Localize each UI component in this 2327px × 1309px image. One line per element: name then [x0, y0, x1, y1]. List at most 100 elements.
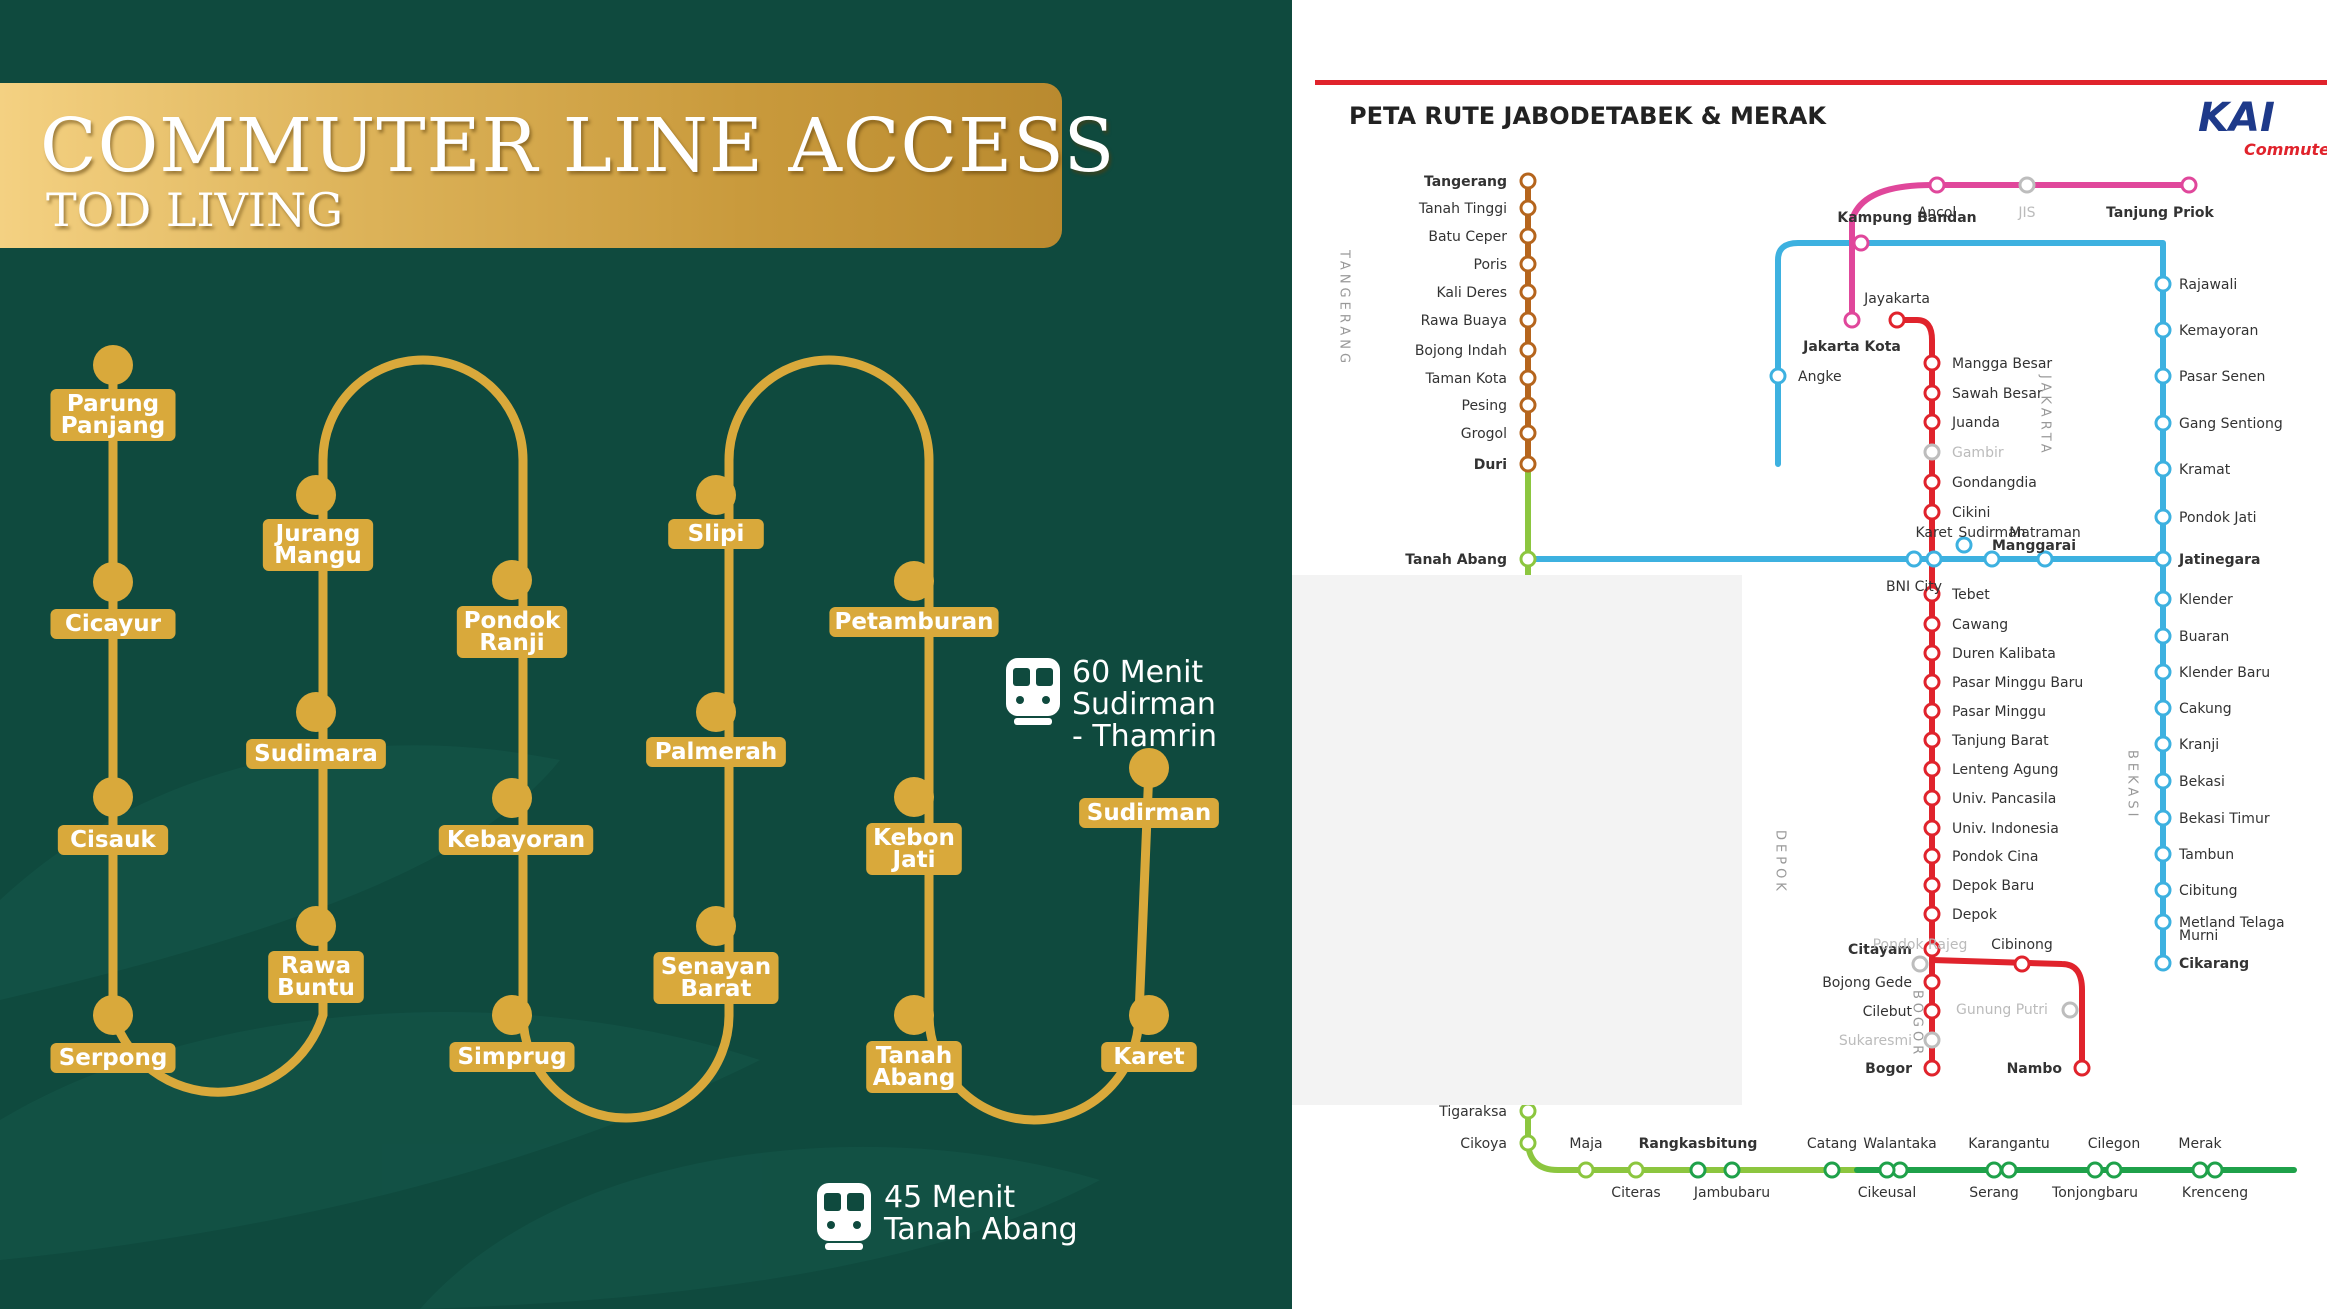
station-dot-pondok: [492, 560, 532, 600]
station-marker-green-18: [1519, 1134, 1537, 1152]
station-marker-blue-right-5: [2154, 508, 2172, 526]
station-label-petamburan: Petamburan: [834, 609, 993, 635]
station-label-serpong: Serpong: [59, 1045, 168, 1071]
station-name: Catang: [1807, 1136, 1857, 1152]
station-marker-blue-right-10: [2154, 699, 2172, 717]
station-marker-blue-right-16: [2154, 913, 2172, 931]
station-name: Sukaresmi: [1839, 1033, 1912, 1049]
station-marker-branch-0: [1911, 955, 1929, 973]
station-name: Lenteng Agung: [1952, 762, 2058, 778]
red-line-branch: [1929, 957, 2085, 1071]
station-dots: [93, 345, 1169, 1035]
station-marker-pink-1: [1928, 176, 1946, 194]
station-name: Cilegon: [2088, 1136, 2141, 1152]
station-name: Kampung Bandan: [1837, 210, 1976, 226]
station-name: Citayam: [1848, 942, 1912, 958]
station-name: Gang Sentiong: [2179, 416, 2283, 432]
header-rule: [1315, 80, 2327, 85]
station-label-box-jurang: [262, 519, 374, 571]
station-marker-green-17: [1519, 1102, 1537, 1120]
station-marker-branch-3: [2073, 1059, 2091, 1077]
background-leaf-decor: [0, 745, 1100, 1309]
station-label-box-palmerah: [646, 737, 786, 767]
station-marker-red-19: [1923, 940, 1941, 958]
station-marker-brown-8: [1519, 396, 1537, 414]
station-marker-red-7: [1923, 585, 1941, 603]
station-name: BNI City: [1886, 579, 1942, 595]
station-name: Kemayoran: [2179, 323, 2258, 339]
station-marker-green-0: [1519, 550, 1537, 568]
station-marker-blue-right-7: [2154, 590, 2172, 608]
station-name: Cibinong: [1991, 937, 2053, 953]
station-dot-cicayur: [93, 562, 133, 602]
station-label-tanah: Abang: [873, 1065, 956, 1091]
station-name: Juanda: [1951, 415, 2000, 431]
station-name: Tebet: [1951, 587, 1990, 603]
station-marker-blue-right-9: [2154, 663, 2172, 681]
station-name: Jayakarta: [1863, 291, 1930, 307]
station-name: Rawa Buaya: [1421, 313, 1507, 329]
station-name: Cibitung: [2179, 883, 2238, 899]
station-name: JIS: [2017, 205, 2035, 221]
station-label-box-rawa: [268, 951, 364, 1003]
station-name: Grogol: [1461, 426, 1507, 442]
station-label-cicayur: Cicayur: [65, 611, 162, 637]
station-label-tanah: Tanah: [876, 1043, 953, 1069]
station-dot-palmerah: [696, 692, 736, 732]
station-marker-blue-right-0: [2154, 275, 2172, 293]
region-label: DEPOK: [1773, 830, 1788, 895]
station-dot-sudimara: [296, 692, 336, 732]
station-label-simprug: Simprug: [457, 1044, 566, 1070]
station-label-senayan: Senayan: [661, 954, 771, 980]
station-marker-red-2: [1923, 384, 1941, 402]
station-name: Pondok Rajeg: [1873, 937, 1968, 953]
station-marker-pink-0: [1852, 234, 1870, 252]
region-label: BOGOR: [1910, 990, 1925, 1058]
station-marker-red-13: [1923, 760, 1941, 778]
station-labels: ParungPanjangCicayurCisaukSerpongJurangM…: [50, 389, 1219, 1093]
station-marker-red-12: [1923, 731, 1941, 749]
station-label-box-simprug: [449, 1042, 575, 1072]
station-name: Depok Baru: [1952, 878, 2034, 894]
station-label-box-pondok: [456, 606, 568, 658]
station-marker-brown-9: [1519, 424, 1537, 442]
station-marker-merak-bottom-2: [1878, 1161, 1896, 1179]
station-name: Rangkasbitung: [1639, 1136, 1758, 1152]
station-dot-rawa: [296, 906, 336, 946]
station-name: Batu Ceper: [1428, 229, 1507, 245]
station-name: Kranji: [2179, 737, 2219, 753]
station-label-rawa: Rawa: [281, 953, 351, 979]
station-dot-senayan: [696, 906, 736, 946]
station-marker-merak-top-4: [2000, 1161, 2018, 1179]
station-label-box-petamburan: [829, 607, 999, 637]
station-name: Merak: [2178, 1136, 2222, 1152]
station-marker-blue-right-15: [2154, 881, 2172, 899]
station-dot-slipi: [696, 475, 736, 515]
station-marker-blue-right-1: [2154, 321, 2172, 339]
station-label-box-kebayoran: [438, 825, 594, 855]
station-marker-red-15: [1923, 819, 1941, 837]
station-label-box-sudirman: [1079, 798, 1219, 828]
station-name: Pondok Jati: [2179, 510, 2256, 526]
station-label-kebayoran: Kebayoran: [447, 827, 585, 853]
station-name: Tanah Tinggi: [1418, 201, 1507, 217]
info-45-text: 45 Menit: [884, 1180, 1015, 1215]
station-name: Krenceng: [2182, 1185, 2248, 1201]
station-marker-blue-right-3: [2154, 414, 2172, 432]
station-marker-blue-right-4: [2154, 460, 2172, 478]
station-name: Cilebut: [1863, 1004, 1913, 1020]
station-label-senayan: Barat: [681, 976, 752, 1002]
station-marker-brown-10: [1519, 455, 1537, 473]
station-name: Tanah Abang: [1405, 552, 1507, 568]
station-label-box-senayan: [653, 952, 779, 1004]
station-name: Pasar Minggu Baru: [1952, 675, 2083, 691]
station-name: Univ. Pancasila: [1952, 791, 2056, 807]
station-name: Serang: [1969, 1185, 2019, 1201]
station-dot-parung: [93, 345, 133, 385]
station-marker-blue-mid-0: [1769, 367, 1787, 385]
station-marker-blue-right-13: [2154, 809, 2172, 827]
station-marker-red-14: [1923, 789, 1941, 807]
station-marker-blue-right-2: [2154, 367, 2172, 385]
